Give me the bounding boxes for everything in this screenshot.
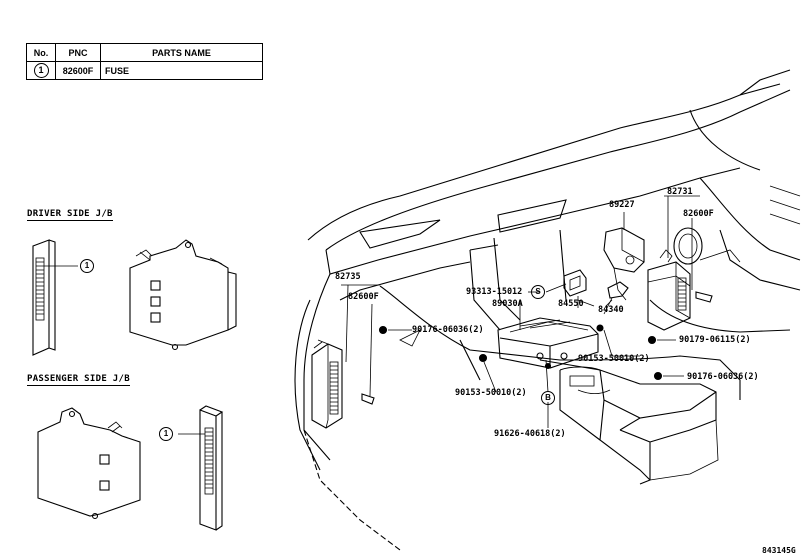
callout-90176-right[interactable]: 90176-06036(2) <box>687 372 759 382</box>
driver-jb-fuse-block <box>32 239 56 356</box>
passenger-ref-badge: 1 <box>159 427 173 441</box>
row-no-circle: 1 <box>33 63 49 78</box>
bracket-89227 <box>603 212 645 301</box>
callout-90179[interactable]: 90179-06115(2) <box>679 335 751 345</box>
row-no: 1 <box>26 61 56 80</box>
passenger-side-jb-label: PASSENGER SIDE J/B <box>27 374 130 386</box>
callout-91626[interactable]: 91626-40618(2) <box>494 429 566 439</box>
driver-ref-badge: 1 <box>80 259 94 273</box>
ecu-89030a <box>497 306 599 369</box>
figure-id: 843145G <box>762 546 796 555</box>
bolt-90153-mid <box>596 324 640 357</box>
callout-90153-mid[interactable]: 90153-50010(2) <box>578 354 650 364</box>
bolt-90153-left <box>478 353 497 393</box>
passenger-jb-fuse-block <box>199 405 224 531</box>
left-82735-leader <box>345 284 349 363</box>
left-jb-unit <box>311 339 375 429</box>
driver-jb-bracket <box>129 239 237 351</box>
center-leaders <box>519 283 613 307</box>
dashboard-outline <box>294 69 801 551</box>
bolt-90179 <box>647 335 676 345</box>
row-parts-name: FUSE <box>100 61 263 80</box>
parts-table: No. PNC PARTS NAME 1 82600F FUSE <box>26 43 263 80</box>
row-pnc[interactable]: 82600F <box>55 61 101 80</box>
center-console <box>539 359 719 485</box>
driver-side-jb-label: DRIVER SIDE J/B <box>27 209 113 221</box>
callout-84550[interactable]: 84550 <box>558 299 584 309</box>
callout-82735[interactable]: 82735 <box>335 272 361 282</box>
table-row[interactable]: 1 82600F FUSE <box>26 61 263 80</box>
right-jb-unit <box>647 249 713 331</box>
callout-93313[interactable]: 93313-15012 <box>466 287 523 297</box>
callout-90153-left[interactable]: 90153-50010(2) <box>455 388 527 398</box>
callout-90176-left[interactable]: 90176-06036(2) <box>412 325 484 335</box>
callout-89030a[interactable]: 89030A <box>492 299 523 309</box>
passenger-jb-bracket <box>37 407 141 520</box>
callout-82731[interactable]: 82731 <box>667 187 693 197</box>
bolt-90176-left <box>378 325 421 347</box>
s-badge: S <box>531 285 545 299</box>
parts-table-header: No. PNC PARTS NAME <box>26 43 263 62</box>
callout-82600f-right[interactable]: 82600F <box>683 209 714 219</box>
bolt-90176-right <box>653 371 684 381</box>
switch-84550 <box>563 269 587 308</box>
b-badge: B <box>541 391 555 405</box>
screw-91626 <box>544 359 552 428</box>
callout-82600f-left[interactable]: 82600F <box>348 292 379 302</box>
connector-84340 <box>603 281 629 315</box>
left-82600f-leader <box>369 303 373 397</box>
callout-84340[interactable]: 84340 <box>598 305 624 315</box>
callout-89227[interactable]: 89227 <box>609 200 635 210</box>
